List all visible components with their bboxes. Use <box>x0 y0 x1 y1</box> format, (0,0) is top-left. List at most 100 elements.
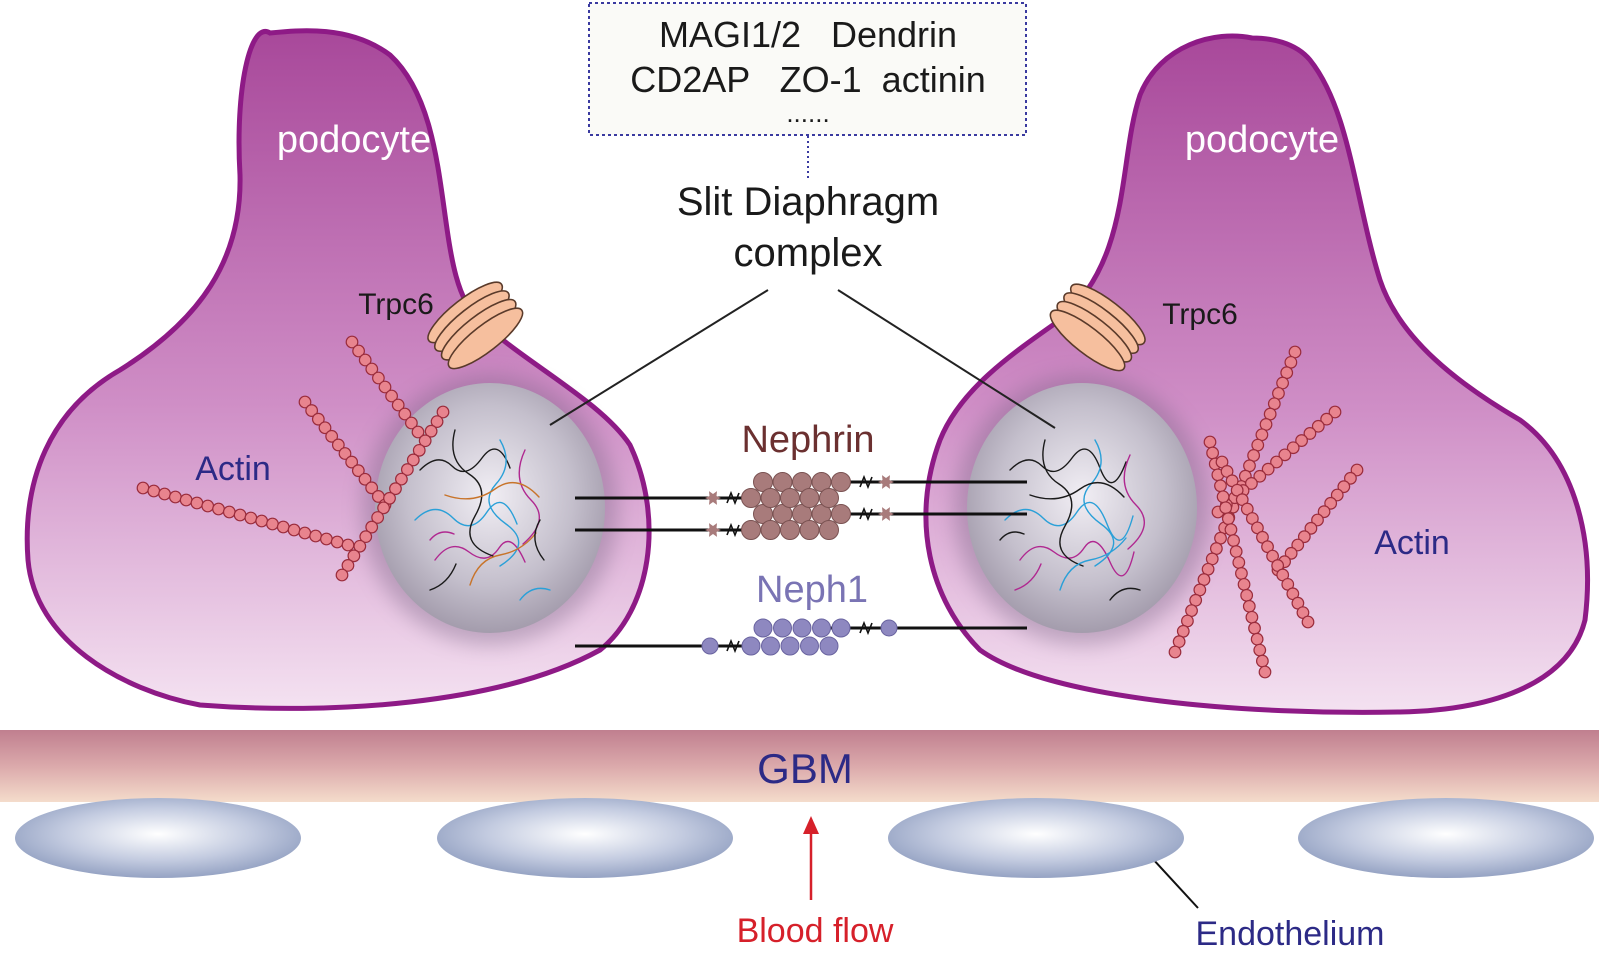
slit-diaphragm-complex-label: complex <box>734 231 883 275</box>
actin-bead <box>1297 530 1311 544</box>
neph1-bead <box>773 618 792 638</box>
actin-bead <box>287 523 301 537</box>
actin-bead <box>222 505 236 519</box>
trpc6-channel-left <box>427 281 524 370</box>
strand-break-mark <box>726 638 740 654</box>
actin-bead <box>430 415 444 428</box>
actin-bead <box>1240 588 1254 602</box>
nephrin-terminal <box>878 507 894 521</box>
gbm-band <box>0 730 1599 802</box>
actin-bead <box>1261 462 1275 476</box>
actin-bead <box>351 464 365 478</box>
actin-filaments <box>136 335 1364 679</box>
actin-bead <box>318 421 332 435</box>
actin-bead <box>1286 441 1300 455</box>
blood-flow-label: Blood flow <box>737 912 894 950</box>
neph1-terminal <box>880 619 898 637</box>
nephrin-terminal <box>705 491 721 505</box>
slit-diaphragm-label: Slit Diaphragm <box>677 180 939 224</box>
nephrin-bead <box>819 520 839 540</box>
actin-bead <box>255 514 269 528</box>
actin-bead <box>1311 513 1324 527</box>
actin-bead <box>1253 643 1267 657</box>
nephrin-label: Nephrin <box>741 419 874 461</box>
actin-bead <box>1291 538 1305 552</box>
actin-bead <box>233 508 247 522</box>
actin-bead <box>412 443 426 457</box>
protein-box-line-2: CD2AP ZO-1 actinin <box>630 59 985 100</box>
actin-bead <box>358 472 372 486</box>
actin-bead <box>244 511 258 525</box>
actin-bead <box>338 447 352 460</box>
actin-bead <box>1203 435 1217 449</box>
actin-bead <box>1350 463 1364 477</box>
actin-bead <box>325 429 339 443</box>
actin-bead <box>1168 645 1182 659</box>
nephrin-bead <box>760 520 781 540</box>
strand-break-mark <box>726 522 740 538</box>
actin-bead <box>1250 632 1264 646</box>
endothelium-label: Endothelium <box>1195 915 1384 953</box>
blood-flow-arrow <box>803 816 819 900</box>
neph1-bead <box>761 636 780 656</box>
nephrin-bead <box>831 472 851 492</box>
actin-bead <box>1229 545 1243 558</box>
actin-bead <box>391 398 405 412</box>
actin-bead <box>377 501 390 515</box>
actin-bead <box>359 530 373 544</box>
neph1-bead <box>812 618 831 638</box>
actin-bead <box>1253 469 1267 483</box>
actin-bead <box>345 335 359 349</box>
actin-bead <box>1311 419 1325 433</box>
protein-box-line-1: MAGI1/2 Dendrin <box>659 14 957 55</box>
nephrin-strands <box>575 472 1027 540</box>
actin-bead <box>341 559 355 572</box>
actin-bead <box>276 520 290 534</box>
actin-bead <box>1258 665 1272 679</box>
actin-bead <box>311 412 325 426</box>
actin-bead <box>1284 546 1298 560</box>
actin-bead <box>1245 477 1258 490</box>
actin-bead <box>331 438 345 452</box>
nucleus-right <box>954 375 1210 645</box>
actin-bead <box>320 532 333 546</box>
trpc6-left-label: Trpc6 <box>358 288 434 321</box>
actin-bead <box>1232 556 1246 569</box>
actin-bead <box>147 484 161 498</box>
actin-bead <box>335 568 349 582</box>
strand-break-mark <box>726 490 740 506</box>
actin-bead <box>406 453 420 467</box>
actin-bead <box>1337 480 1351 494</box>
actin-bead <box>385 389 399 403</box>
neph1-bead <box>792 618 812 638</box>
nephrin-bead <box>760 488 781 508</box>
strand-break-mark <box>859 620 873 636</box>
actin-bead <box>424 424 438 438</box>
actin-bead <box>1221 512 1235 526</box>
trpc6-right-label: Trpc6 <box>1162 298 1238 331</box>
actin-bead <box>309 529 323 543</box>
nephrin-bead <box>780 488 800 508</box>
actin-bead <box>1270 455 1283 469</box>
actin-bead <box>1278 448 1292 462</box>
neph1-strands <box>575 618 1027 656</box>
nephrin-bead <box>799 488 820 508</box>
actin-bead <box>1328 405 1342 419</box>
actin-bead <box>1304 521 1318 535</box>
actin-bead <box>298 395 312 409</box>
actin-bead <box>1330 488 1344 502</box>
nephrin-bead <box>741 488 761 508</box>
actin-bead <box>1245 610 1259 624</box>
endothelium-cells <box>15 798 1594 878</box>
actin-bead <box>1219 501 1233 515</box>
nephrin-bead <box>831 504 851 524</box>
actin-bead <box>411 425 425 439</box>
protein-box-line-3: ...... <box>786 98 829 128</box>
actin-bead <box>136 481 150 495</box>
actin-bead <box>405 416 418 430</box>
actin-bead <box>158 487 171 501</box>
actin-bead <box>330 535 344 549</box>
actin-bead <box>345 455 359 469</box>
actin-bead <box>1295 434 1308 447</box>
